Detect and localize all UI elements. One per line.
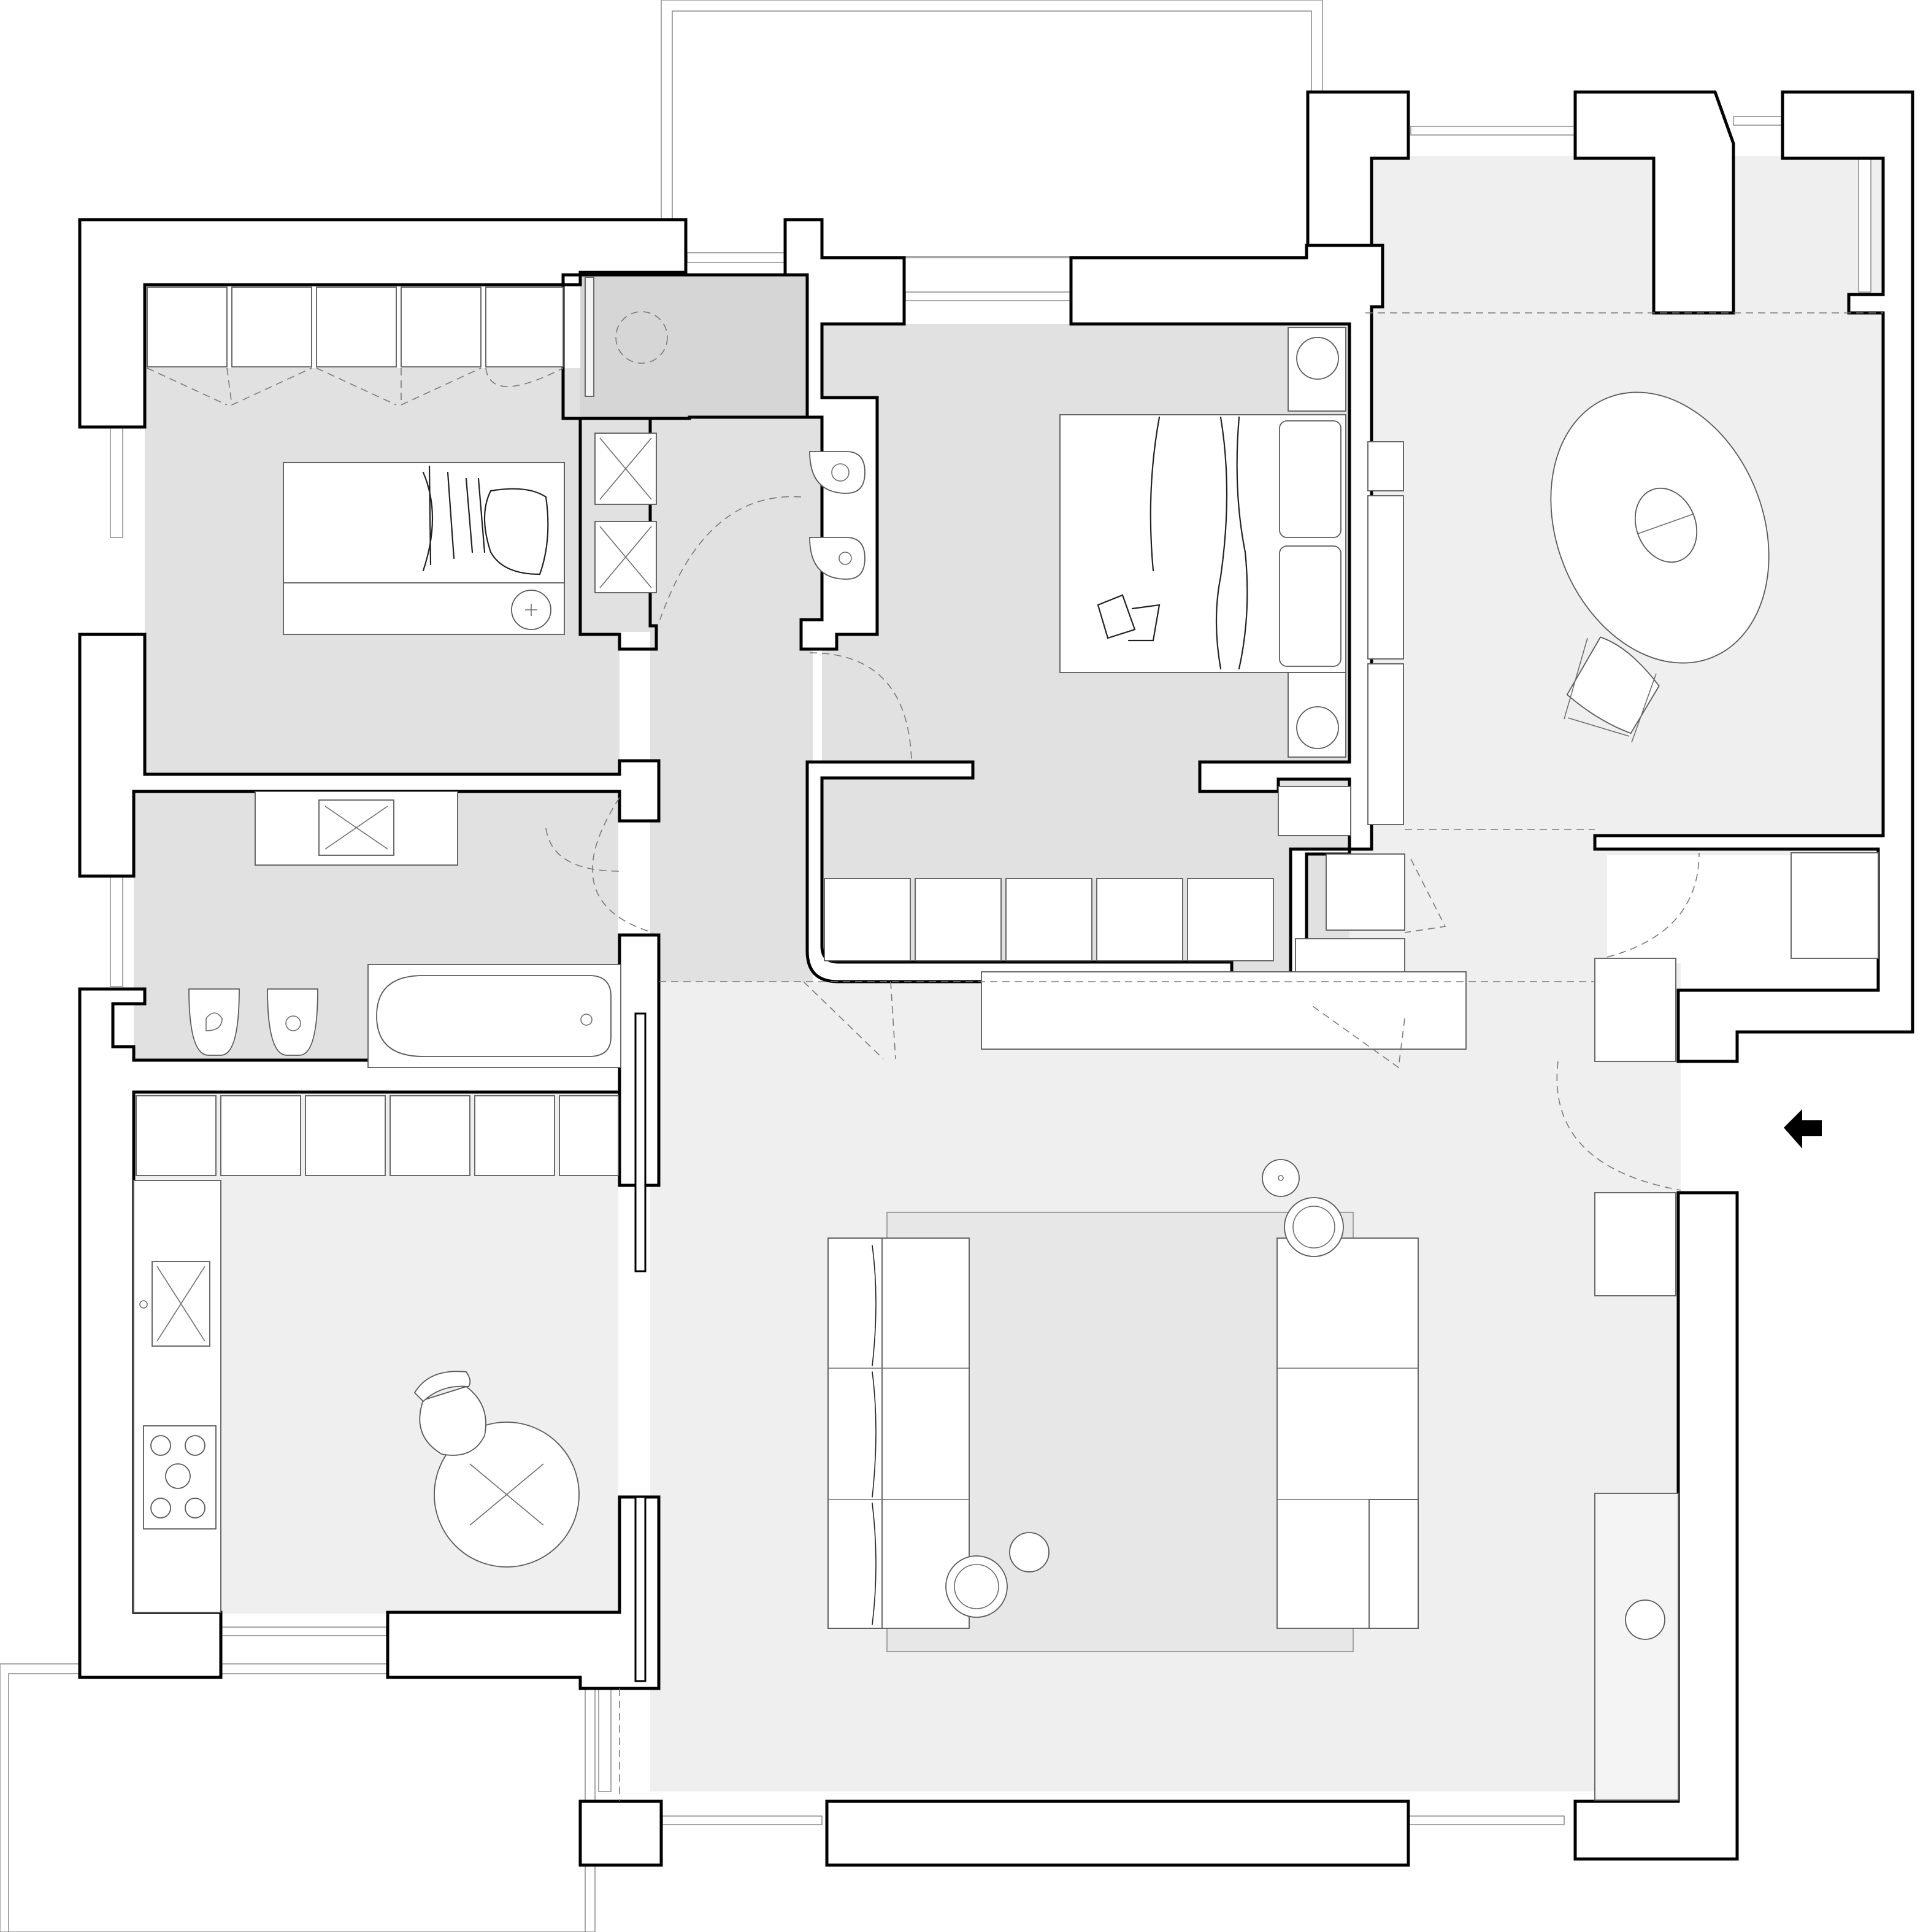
- living-room: [619, 981, 1595, 1801]
- entrance-arrow-icon: [1784, 1109, 1822, 1149]
- lamp-icon: [945, 1159, 1344, 1618]
- sink-icon: [255, 791, 458, 866]
- kitchen-cabinets: [133, 1095, 619, 1613]
- kitchen: [133, 1095, 619, 1613]
- hall: [1556, 852, 1879, 1801]
- master-bedroom: [809, 327, 1351, 961]
- toilet-icon: [188, 988, 240, 1056]
- bidet-icon: [809, 537, 866, 580]
- balcony-north: [661, 0, 1323, 258]
- sink-icon: [139, 1261, 210, 1347]
- wardrobe-bedroom-2: [147, 287, 564, 406]
- study: [1365, 312, 1883, 830]
- lamp-icon: [511, 590, 551, 630]
- bidet-icon: [267, 988, 318, 1056]
- cooktop-icon: [143, 1425, 217, 1530]
- toilet-icon: [809, 451, 866, 494]
- bed-double: [1059, 414, 1346, 673]
- laundry-floor: [580, 275, 807, 417]
- bathtub-icon: [367, 964, 621, 1068]
- chair-icon: [413, 1371, 486, 1456]
- corridor-shelving: [803, 441, 1467, 1069]
- sofa-icon: [827, 1237, 970, 1629]
- shower-icon: [594, 433, 657, 593]
- balcony-southwest: [0, 1663, 596, 1932]
- bedroom-2: [147, 287, 565, 635]
- laundry: [585, 277, 668, 397]
- wardrobe-master: [824, 786, 1351, 961]
- bed-single: [283, 462, 565, 635]
- ensuite: [594, 433, 866, 620]
- corridor-floor: [650, 626, 813, 982]
- sofa-icon: [1276, 1237, 1419, 1629]
- table-icon: [1550, 391, 1770, 664]
- bathroom: [188, 791, 653, 1068]
- chair-icon: [1564, 636, 1660, 743]
- lamp-icon: [1288, 327, 1346, 758]
- table-icon: [434, 1422, 580, 1568]
